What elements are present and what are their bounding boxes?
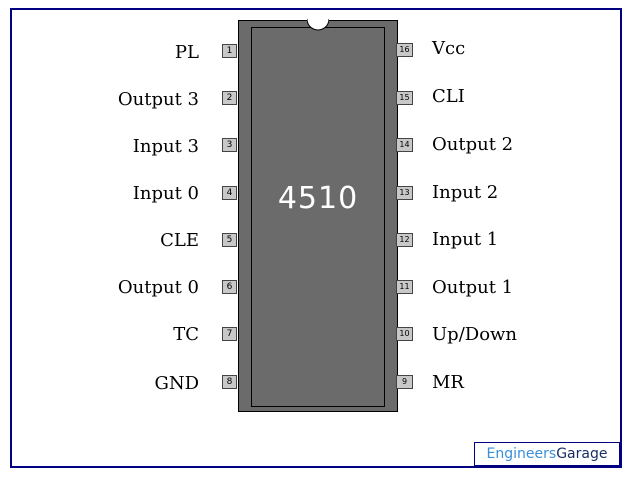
engineersgarage-logo: EngineersGarage [474, 442, 620, 466]
pin-12-number: 12 [396, 233, 413, 247]
ic-chip-inner-outline [251, 27, 385, 407]
pin-3-number: 3 [222, 138, 237, 152]
logo-part-2: Garage [556, 446, 608, 462]
pin-15-label: CLI [432, 86, 465, 107]
chip-part-number: 4510 [277, 181, 359, 216]
pin-11-label: Output 1 [432, 277, 514, 298]
pin-14-label: Output 2 [432, 134, 514, 155]
pin-2-label: Output 3 [117, 89, 199, 110]
pin-14-number: 14 [396, 138, 413, 152]
pin-9-label: MR [432, 372, 464, 393]
pin-5-label: CLE [160, 230, 199, 251]
pin-11-number: 11 [396, 280, 413, 294]
pin-1-label: PL [174, 42, 199, 63]
pin-2-number: 2 [222, 91, 237, 105]
pin-10-label: Up/Down [432, 324, 518, 345]
pin-13-label: Input 2 [432, 182, 499, 203]
pin-4-label: Input 0 [132, 183, 199, 204]
pin-9-number: 9 [396, 375, 413, 389]
pin-4-number: 4 [222, 186, 237, 200]
pin-5-number: 5 [222, 233, 237, 247]
pin-12-label: Input 1 [432, 229, 499, 250]
pin-3-label: Input 3 [132, 136, 199, 157]
pin-6-number: 6 [222, 280, 237, 294]
pin-16-number: 16 [396, 43, 413, 57]
pin-10-number: 10 [396, 327, 413, 341]
logo-part-1: Engineers [486, 446, 557, 462]
pin-15-number: 15 [396, 91, 413, 105]
pin-1-number: 1 [222, 44, 237, 58]
pin-6-label: Output 0 [117, 277, 199, 298]
pin-7-number: 7 [222, 327, 237, 341]
ic-chip-body: 4510 [238, 19, 398, 412]
pin-8-number: 8 [222, 375, 237, 389]
pin-8-label: GND [154, 373, 199, 394]
pin-13-number: 13 [396, 186, 413, 200]
pin1-notch-icon [307, 19, 329, 31]
pin-7-label: TC [173, 324, 199, 345]
pin-16-label: Vcc [432, 38, 466, 59]
